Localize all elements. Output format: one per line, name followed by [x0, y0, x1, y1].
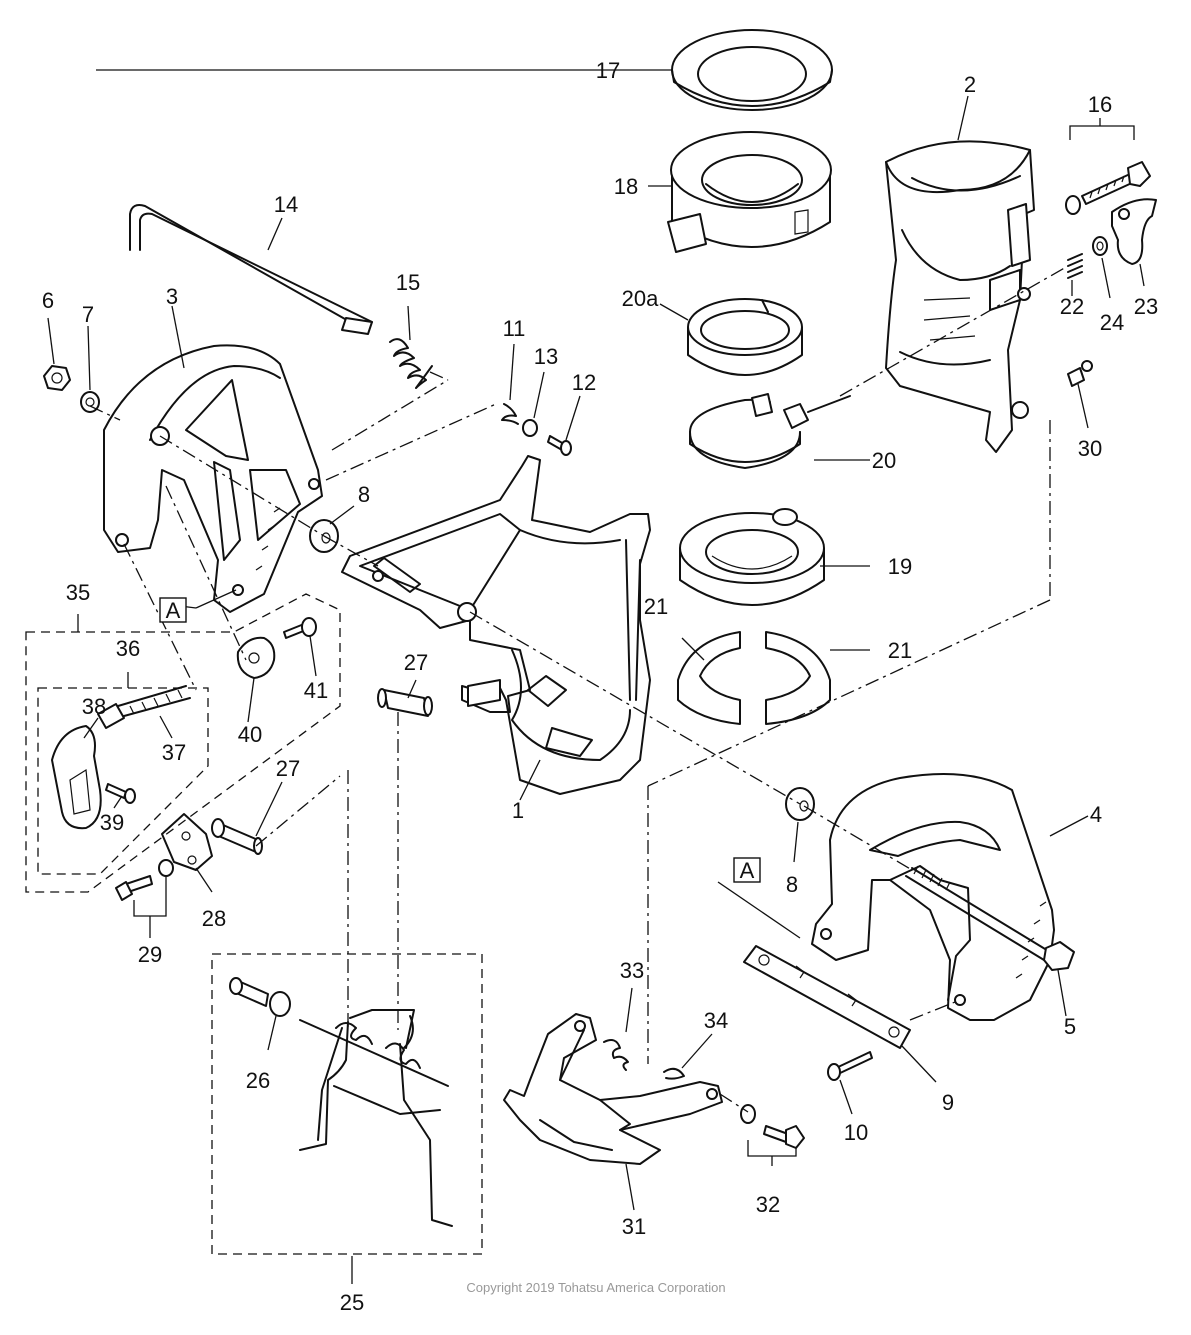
- part-10-screw: [827, 1051, 873, 1081]
- part-14-tilt-rod: [129, 204, 373, 335]
- part-11-spring: [501, 403, 519, 425]
- part-4-stern-bracket-right: [811, 773, 1055, 1021]
- assembly-axis-lines: [89, 265, 1069, 1113]
- callout-21: 21: [644, 594, 668, 619]
- part-38-handle: [51, 725, 102, 830]
- callout-34: 34: [704, 1008, 728, 1033]
- part-20-band-clamp: [689, 393, 851, 469]
- callout-33: 33: [620, 958, 644, 983]
- callout-27: 27: [404, 650, 428, 675]
- callout-25: 25: [340, 1290, 364, 1315]
- part-33-spring: [603, 1039, 629, 1071]
- part-12-screw: [547, 435, 572, 456]
- callout-9: 9: [942, 1090, 954, 1115]
- callout-3: 3: [166, 284, 178, 309]
- group-box-25: [211, 953, 483, 1255]
- callout-40: 40: [238, 722, 262, 747]
- part-6-nut: [43, 365, 71, 391]
- leader-lines: [47, 69, 1145, 1284]
- callout-29: 29: [138, 942, 162, 967]
- callout-15: 15: [396, 270, 420, 295]
- callout-7: 7: [82, 302, 94, 327]
- part-2-swivel-case: [885, 140, 1035, 453]
- callout-39: 39: [100, 810, 124, 835]
- part-25-tilt-spring: [299, 1009, 453, 1227]
- part-17-seal-ring: [671, 29, 833, 111]
- callout-35: 35: [66, 580, 90, 605]
- callout-23: 23: [1134, 294, 1158, 319]
- part-19-nut: [679, 508, 825, 606]
- part-20a-ring: [687, 298, 803, 376]
- part-3-stern-bracket-left: [103, 344, 323, 613]
- part-27-pin-upper: [377, 688, 433, 717]
- callout-18: 18: [614, 174, 638, 199]
- part-13-washer: [522, 419, 538, 437]
- part-23-lever: [1111, 198, 1157, 265]
- callout-38: 38: [82, 694, 106, 719]
- copyright-notice: Copyright 2019 Tohatsu America Corporati…: [466, 1280, 725, 1295]
- callout-31: 31: [622, 1214, 646, 1239]
- callout-22: 22: [1060, 294, 1084, 319]
- part-15-spring: [389, 338, 433, 389]
- part-32-bolt: [740, 1104, 805, 1149]
- part-30-grease-nipple: [1067, 360, 1093, 387]
- part-7-washer: [80, 391, 100, 413]
- callout-8: 8: [358, 482, 370, 507]
- callout-19: 19: [888, 554, 912, 579]
- part-22-spring: [1067, 253, 1083, 279]
- reference-mark-a-left: A: [159, 597, 187, 623]
- part-31-tilt-lever: [503, 1013, 723, 1165]
- part-28-bracket: [161, 813, 213, 871]
- callout-30: 30: [1078, 436, 1102, 461]
- callout-12: 12: [572, 370, 596, 395]
- callout-2: 2: [964, 72, 976, 97]
- part-24-washer: [1092, 236, 1108, 256]
- callout-21: 21: [888, 638, 912, 663]
- callout-14: 14: [274, 192, 298, 217]
- callout-16: 16: [1088, 92, 1112, 117]
- part-27-pin-lower: [211, 818, 263, 855]
- callout-20a: 20a: [622, 286, 659, 311]
- callout-27: 27: [276, 756, 300, 781]
- part-41-screw: [283, 617, 317, 639]
- callout-20: 20: [872, 448, 896, 473]
- callout-8: 8: [786, 872, 798, 897]
- callout-1: 1: [512, 798, 524, 823]
- callout-41: 41: [304, 678, 328, 703]
- reference-label-a: A: [740, 858, 755, 883]
- part-5-bolt: [905, 865, 1075, 971]
- callout-6: 6: [42, 288, 54, 313]
- callout-24: 24: [1100, 310, 1124, 335]
- callout-17: 17: [596, 58, 620, 83]
- part-26-pin: [229, 977, 291, 1017]
- group-box-35: [25, 593, 341, 893]
- callout-4: 4: [1090, 802, 1102, 827]
- callout-28: 28: [202, 906, 226, 931]
- callout-32: 32: [756, 1192, 780, 1217]
- part-29-bolt: [115, 859, 174, 901]
- callout-5: 5: [1064, 1014, 1076, 1039]
- reference-label-a: A: [166, 598, 181, 623]
- callout-13: 13: [534, 344, 558, 369]
- part-9-plate: [743, 945, 911, 1049]
- callout-10: 10: [844, 1120, 868, 1145]
- part-1-swivel-bracket: [341, 455, 651, 795]
- group-box-36: [37, 687, 209, 875]
- reference-mark-a-right: A: [733, 857, 761, 883]
- part-40-cam: [236, 636, 276, 679]
- callout-36: 36: [116, 636, 140, 661]
- callout-labels: 1 2 3 4 5 6 7 8 8 9 10 11 12 13 14 15 16…: [42, 58, 1158, 1315]
- callout-11: 11: [503, 316, 526, 341]
- part-34-spring: [663, 1067, 685, 1080]
- callout-37: 37: [162, 740, 186, 765]
- part-21-split-bushing: [677, 631, 831, 725]
- callout-26: 26: [246, 1068, 270, 1093]
- part-39-screw: [105, 783, 136, 804]
- part-18-bushing: [667, 131, 832, 253]
- part-37-screw-bolt: [97, 685, 191, 729]
- part-16-bolt: [1065, 161, 1151, 215]
